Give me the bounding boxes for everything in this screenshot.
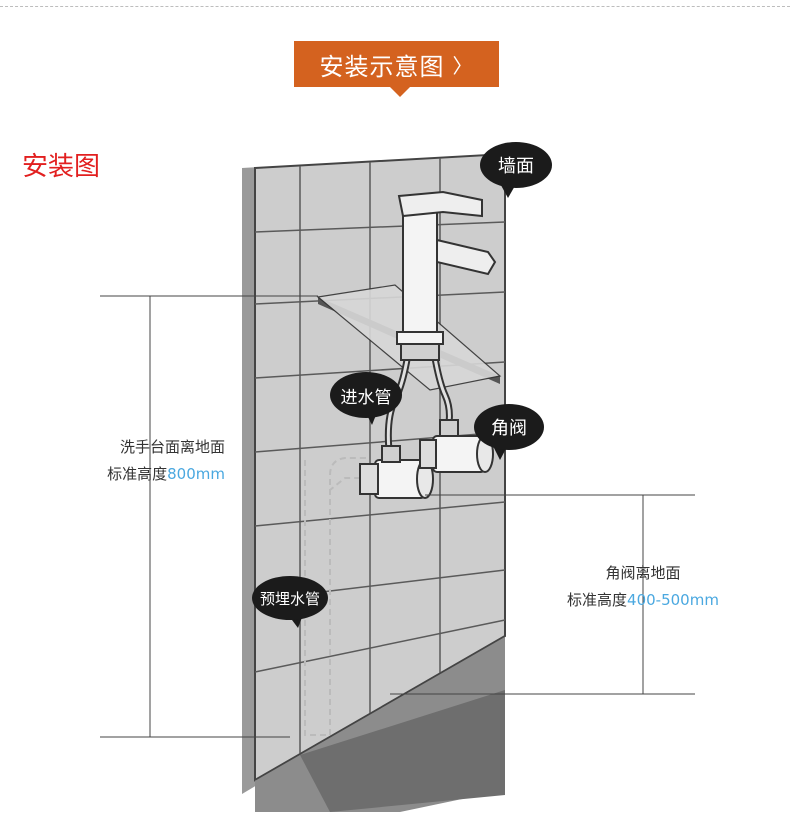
chevron-right-icon: 〉 [452, 53, 474, 78]
inlet-pipe-label-bubble: 进水管 [330, 372, 402, 418]
diagram-title: 安装图 [22, 152, 101, 182]
embedded-pipe-label-bubble: 预埋水管 [252, 576, 328, 620]
valve-height-value: 400-500mm [627, 591, 719, 609]
angle-valve-label-bubble: 角阀 [474, 404, 544, 450]
embedded-pipe-illustration [304, 457, 366, 736]
basin-height-value: 800mm [167, 465, 225, 483]
faucet-illustration [396, 190, 497, 361]
angle-valve-left [359, 445, 434, 499]
basin-height-prefix: 标准高度 [107, 465, 168, 483]
valve-height-annotation: 角阀离地面 标准高度400-500mm [548, 560, 738, 614]
embedded-pipe-label: 预埋水管 [259, 589, 320, 608]
valve-height-line2: 标准高度400-500mm [548, 587, 738, 614]
dimension-lines [100, 295, 695, 738]
section-header-banner: 安装示意图 〉 [294, 41, 499, 87]
angle-valve-label: 角阀 [491, 418, 527, 439]
valve-height-prefix: 标准高度 [567, 591, 628, 609]
basin-height-line1: 洗手台面离地面 [119, 438, 225, 456]
floor-illustration [254, 635, 506, 812]
banner-notch [390, 87, 410, 97]
inlet-pipe-label: 进水管 [340, 387, 392, 408]
basin-height-annotation: 洗手台面离地面 标准高度800mm [60, 434, 225, 488]
wall-label-bubble: 墙面 [480, 142, 552, 188]
wall-label: 墙面 [498, 156, 534, 177]
basin-height-line2: 标准高度800mm [60, 461, 225, 488]
section-header-title: 安装示意图 [319, 52, 445, 81]
valve-height-line1: 角阀离地面 [605, 564, 681, 582]
top-dashed-divider [0, 6, 790, 7]
